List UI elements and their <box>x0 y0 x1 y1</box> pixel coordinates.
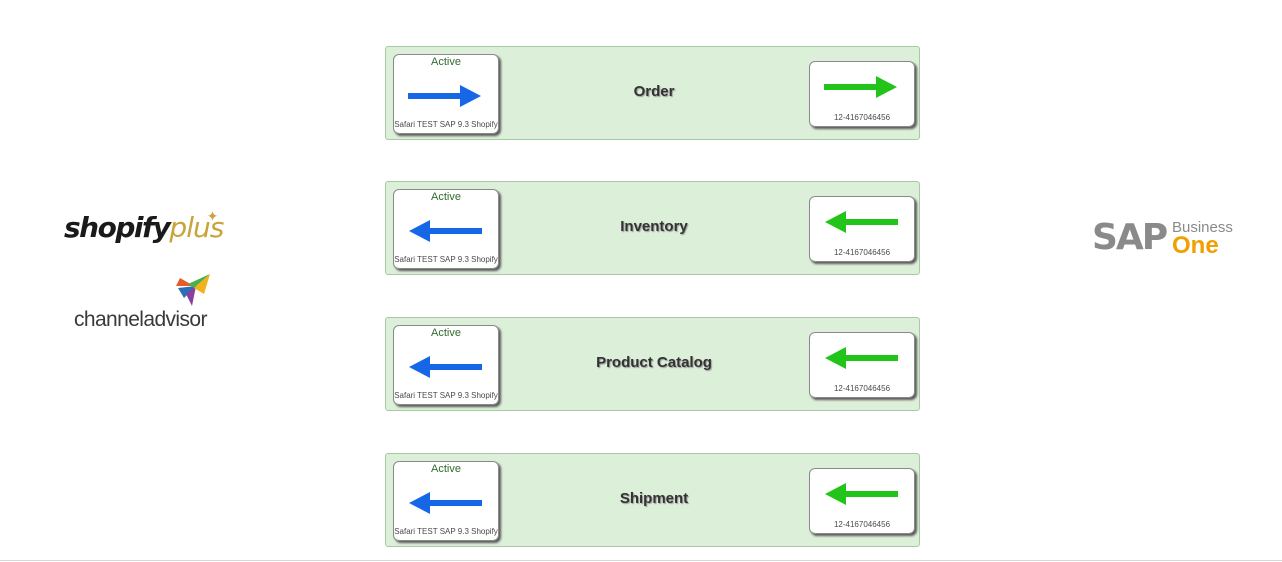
arrow-right-icon <box>408 83 482 114</box>
source-connection-name: Safari TEST SAP 9.3 Shopify <box>394 527 498 536</box>
arrow-left-icon <box>824 345 898 376</box>
channeladvisor-logo: channeladvisor <box>74 272 224 336</box>
source-connection-name: Safari TEST SAP 9.3 Shopify <box>394 391 498 400</box>
target-connection-id: 12-4167046456 <box>833 248 891 257</box>
channeladvisor-mark-icon <box>176 274 210 306</box>
target-connection-card[interactable]: 12-4167046456 <box>809 196 915 262</box>
target-connection-card[interactable]: 12-4167046456 <box>809 332 915 398</box>
sap-logo-text: SAP <box>1092 217 1168 258</box>
shopify-plus-logo: shopifyplus✦ <box>64 208 224 248</box>
target-connection-id: 12-4167046456 <box>833 520 891 529</box>
status-label: Active <box>431 191 461 203</box>
sap-business-text: Business <box>1172 219 1233 236</box>
flow-title: Shipment <box>619 490 689 507</box>
flow-title: Order <box>633 83 675 100</box>
arrow-left-icon <box>824 209 898 240</box>
target-connection-id: 12-4167046456 <box>833 113 891 122</box>
arrow-left-icon <box>408 354 482 385</box>
status-label: Active <box>431 463 461 475</box>
sap-business-one-logo: SAP Business One <box>1092 218 1242 262</box>
arrow-left-icon <box>408 218 482 249</box>
status-label: Active <box>431 327 461 339</box>
shopify-logo-accent: plus✦ <box>169 209 224 244</box>
arrow-left-icon <box>408 490 482 521</box>
sparkle-icon: ✦ <box>206 209 219 225</box>
arrow-left-icon <box>824 481 898 512</box>
flow-title: Product Catalog <box>596 354 712 371</box>
channeladvisor-logo-text: channeladvisor <box>74 308 207 331</box>
arrow-right-icon <box>824 74 898 105</box>
sap-one-text: One <box>1172 232 1219 259</box>
bottom-divider <box>0 560 1282 561</box>
target-connection-card[interactable]: 12-4167046456 <box>809 468 915 534</box>
source-connection-name: Safari TEST SAP 9.3 Shopify <box>394 255 498 264</box>
shopify-logo-text: shopify <box>64 211 171 244</box>
target-connection-id: 12-4167046456 <box>833 384 891 393</box>
target-connection-card[interactable]: 12-4167046456 <box>809 61 915 127</box>
source-connection-name: Safari TEST SAP 9.3 Shopify <box>394 120 498 129</box>
status-label: Active <box>431 56 461 68</box>
flow-title: Inventory <box>620 218 688 235</box>
